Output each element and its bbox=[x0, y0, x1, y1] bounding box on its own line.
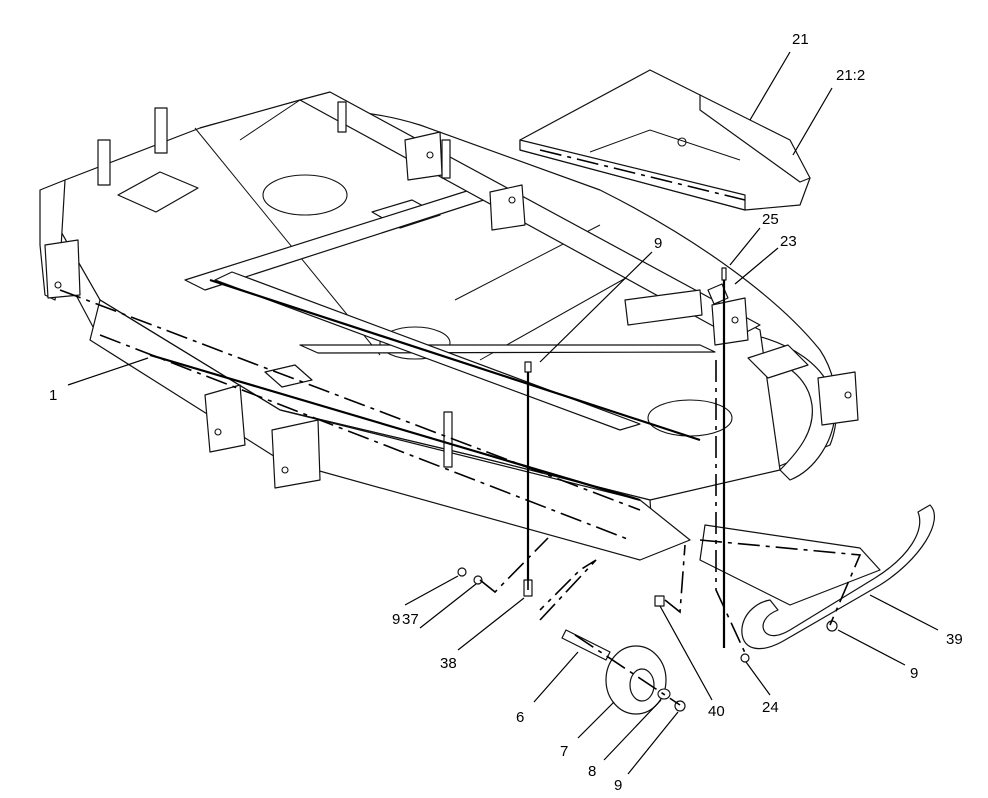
bracket-hole-2 bbox=[214, 428, 222, 436]
leader-21-2 bbox=[792, 87, 833, 156]
callout-1: 1 bbox=[49, 387, 57, 404]
centerline-roller bbox=[699, 539, 862, 626]
centerline-nut-37 bbox=[479, 537, 549, 594]
leader-38 bbox=[457, 597, 525, 651]
washer-37 bbox=[473, 575, 483, 585]
spindle-opening-right bbox=[647, 399, 733, 437]
bracket-front-mid bbox=[204, 384, 246, 453]
callout-7: 7 bbox=[560, 743, 568, 760]
centerline-caster bbox=[539, 559, 597, 621]
hitch-post-right bbox=[154, 107, 168, 154]
upright-pin-1 bbox=[441, 139, 451, 179]
access-cover-left bbox=[117, 171, 199, 213]
callout-9-top: 9 bbox=[654, 235, 662, 252]
leader-9-right bbox=[837, 629, 906, 666]
hitch-post-left bbox=[97, 139, 111, 186]
deck-lower-skirt bbox=[89, 299, 691, 561]
caster-wheel-hub bbox=[629, 668, 655, 702]
shield-crease bbox=[589, 129, 741, 161]
bracket-top-right bbox=[489, 184, 526, 231]
nut-9-left bbox=[457, 567, 467, 577]
centerline-deck-long bbox=[59, 289, 641, 511]
nut-40 bbox=[654, 595, 665, 607]
callout-leaders bbox=[67, 51, 939, 775]
callout-9-bottom: 9 bbox=[614, 777, 622, 794]
discharge-shield bbox=[519, 69, 811, 211]
caster-axle-6 bbox=[561, 629, 611, 661]
nut-24 bbox=[740, 653, 750, 663]
mower-deck bbox=[39, 91, 859, 561]
leader-23 bbox=[734, 247, 779, 285]
bracket-hole-6 bbox=[508, 196, 516, 204]
bracket-pivot bbox=[711, 297, 749, 346]
centerline-wheel bbox=[574, 634, 681, 706]
leader-25 bbox=[729, 227, 761, 266]
deck-right-end bbox=[719, 329, 836, 481]
centerline-rod-24 bbox=[715, 360, 747, 656]
roller-tube-39 bbox=[741, 504, 935, 650]
callout-9-right: 9 bbox=[910, 665, 918, 682]
deck-edge-line-b bbox=[209, 278, 701, 442]
leader-21 bbox=[749, 51, 791, 121]
upright-pin-2 bbox=[443, 411, 453, 468]
callout-6: 6 bbox=[516, 709, 524, 726]
centerline-shield bbox=[539, 149, 746, 201]
deck-edge-line-a bbox=[149, 353, 641, 502]
fastener-25 bbox=[721, 267, 727, 281]
bracket-rear-right bbox=[817, 371, 859, 426]
callout-21-2: 21:2 bbox=[836, 67, 865, 84]
roller-bar-assembly bbox=[699, 504, 935, 650]
leader-9-left bbox=[404, 575, 459, 606]
lateral-bar bbox=[299, 344, 716, 354]
bracket-front-right bbox=[271, 419, 321, 489]
callout-39: 39 bbox=[946, 631, 963, 648]
upright-pin-3 bbox=[337, 101, 347, 133]
callout-23: 23 bbox=[780, 233, 797, 250]
caster-wheel-assembly bbox=[561, 629, 686, 715]
assembly-centerlines bbox=[59, 149, 862, 706]
callout-8: 8 bbox=[588, 763, 596, 780]
bracket-plate bbox=[624, 289, 703, 326]
leader-24 bbox=[745, 661, 771, 696]
leader-9-bottom bbox=[627, 711, 679, 775]
centerline-nut-40 bbox=[664, 544, 686, 614]
bracket-hole-3 bbox=[281, 466, 289, 474]
callout-9-left: 9 bbox=[392, 611, 400, 628]
leader-40 bbox=[659, 605, 713, 701]
leader-39 bbox=[869, 594, 939, 631]
leader-7 bbox=[577, 701, 615, 739]
shield-lip bbox=[519, 139, 746, 211]
callout-37: 37 bbox=[402, 611, 419, 628]
callout-38: 38 bbox=[440, 655, 457, 672]
callout-40: 40 bbox=[708, 703, 725, 720]
bolt-9-top bbox=[524, 361, 532, 373]
leader-8 bbox=[603, 699, 662, 761]
bracket-top-mid bbox=[404, 131, 443, 181]
callout-25: 25 bbox=[762, 211, 779, 228]
roller-nut-9 bbox=[826, 620, 838, 632]
leader-1 bbox=[67, 357, 149, 386]
bracket-hole-1 bbox=[54, 281, 62, 289]
bracket-front-left bbox=[44, 239, 81, 299]
spindle-opening-left bbox=[262, 174, 348, 216]
access-cover-right bbox=[747, 344, 809, 379]
leader-9-top bbox=[539, 251, 653, 363]
callout-21: 21 bbox=[792, 31, 809, 48]
bracket-hole-7 bbox=[731, 316, 739, 324]
bracket-hole-4 bbox=[844, 391, 852, 399]
centerline-deck-long-2 bbox=[99, 334, 631, 541]
bracket-hole-5 bbox=[426, 151, 434, 159]
leader-37 bbox=[419, 583, 477, 629]
callout-labels: 1 21 21:2 25 23 9 9 37 38 6 7 8 9 40 24 … bbox=[49, 31, 963, 794]
stiffener-b bbox=[239, 99, 301, 141]
callout-24: 24 bbox=[762, 699, 779, 716]
leader-6 bbox=[533, 651, 579, 703]
shield-flap-21-2 bbox=[699, 94, 811, 183]
